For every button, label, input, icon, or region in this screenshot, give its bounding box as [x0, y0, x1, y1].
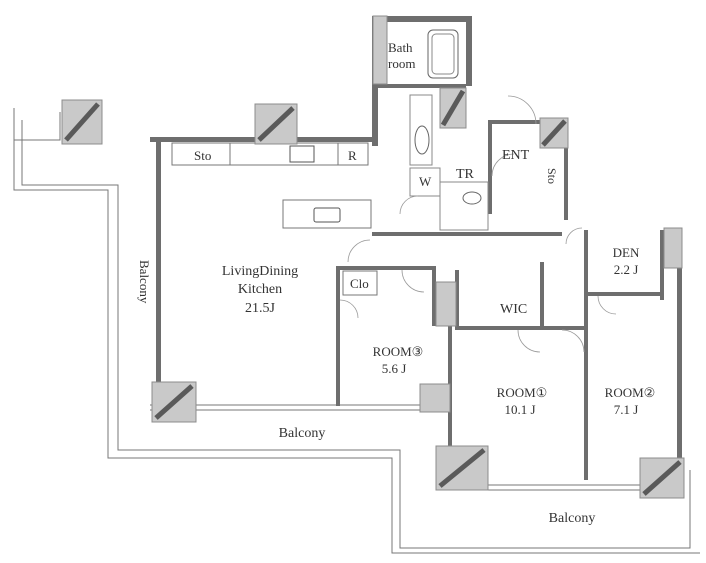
balcony-bottom-label: Balcony	[549, 511, 596, 526]
room2-name-label: ROOM②	[605, 385, 656, 400]
bath-label-line1: Bath	[388, 40, 413, 55]
room-labels: Bath room Sto R ENT Sto W TR LivingDinin…	[194, 40, 655, 417]
ldk-label-line2: Kitchen	[238, 282, 282, 297]
balcony-middle-label: Balcony	[279, 426, 326, 441]
den-size-label: 2.2 J	[614, 262, 639, 277]
wic-label: WIC	[500, 302, 527, 317]
balcony-left-label: Balcony	[137, 260, 152, 304]
refrigerator-label: R	[348, 148, 357, 163]
washer-label: W	[419, 174, 432, 189]
balcony-outline	[13, 108, 700, 554]
balcony-labels: Balcony Balcony Balcony	[137, 260, 595, 526]
closet-label: Clo	[350, 276, 369, 291]
room1-size-label: 10.1 J	[504, 402, 535, 417]
room1-name-label: ROOM①	[497, 385, 548, 400]
room3-size-label: 5.6 J	[382, 361, 407, 376]
ldk-label-line1: LivingDining	[222, 264, 298, 279]
room2-size-label: 7.1 J	[614, 402, 639, 417]
den-name-label: DEN	[613, 245, 640, 260]
columns	[61, 15, 685, 499]
doors	[339, 95, 617, 353]
toilet-label: TR	[456, 167, 475, 182]
bath-label-line2: room	[388, 56, 415, 71]
room3-name-label: ROOM③	[373, 344, 424, 359]
storage-kitchen-label: Sto	[194, 148, 211, 163]
walls	[150, 16, 682, 480]
ldk-size-label: 21.5J	[245, 301, 276, 316]
entrance-label: ENT	[502, 148, 530, 163]
storage-entrance-label: Sto	[545, 168, 559, 184]
